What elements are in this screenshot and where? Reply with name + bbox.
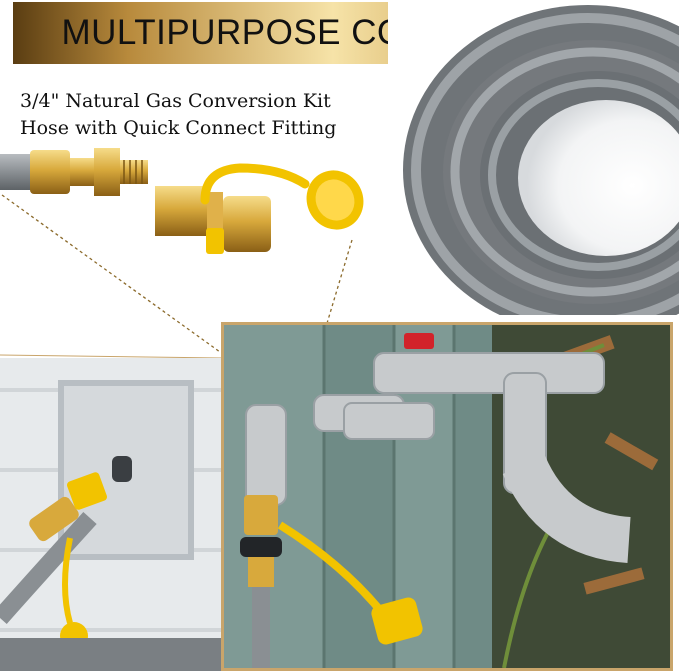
pipe-installation-photo [221,322,673,671]
wall-connection-photo [0,358,222,671]
subtitle-line-1: 3/4" Natural Gas Conversion Kit [20,90,331,112]
hose-coil-image [388,0,679,315]
product-subtitle: 3/4" Natural Gas Conversion Kit Hose wit… [20,88,400,142]
quick-connect-fitting-image [0,140,390,280]
subtitle-line-2: Hose with Quick Connect Fitting [20,117,337,139]
